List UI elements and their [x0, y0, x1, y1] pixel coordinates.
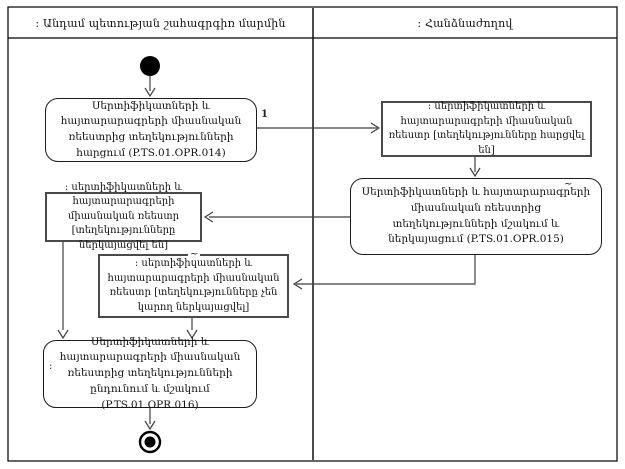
lane-header-commission: : Հանձնաժողով: [313, 8, 617, 38]
stray-colon-mark-receive: :: [49, 361, 53, 372]
flow-request-to-queried: [257, 122, 381, 134]
object-node-registry-not-presented-label: : սերտիֆիկատների և հայտարարագրերի միասնա…: [107, 258, 280, 313]
lane-header-right-label: : Հանձնաժողով: [417, 16, 513, 30]
object-node-registry-queried-label: : սերտիֆիկատների և հայտարարագրերի միասնա…: [388, 101, 585, 156]
flow-not-presented-to-receive: [186, 318, 198, 340]
activity-node-request-info-label: Սերտիֆիկատների և հայտարարագրերի միասնակա…: [60, 99, 242, 159]
object-node-registry-presented-label: : սերտիֆիկատների և հայտարարագրերի միասնա…: [64, 181, 183, 251]
stray-tilde-mark-not-presented: ~: [188, 249, 201, 260]
activity-node-receive-process: Սերտիֆիկատների և հայտարարագրերի միասնակա…: [43, 336, 257, 411]
activity-node-receive-process-label: Սերտիֆիկատների և հայտարարագրերի միասնակա…: [59, 335, 241, 411]
activity-node-request-info: Սերտիֆիկատների և հայտարարագրերի միասնակա…: [45, 98, 257, 162]
flow-process-to-presented: [203, 211, 350, 223]
object-node-registry-presented: : սերտիֆիկատների և հայտարարագրերի միասնա…: [45, 182, 202, 251]
flow-process-to-not-presented: [292, 255, 476, 290]
flow-queried-to-process: [469, 157, 481, 178]
flow-start-to-request: [144, 76, 156, 98]
flow-receive-to-end: [144, 408, 156, 431]
activity-node-process-present: Սերտիֆիկատների և հայտարարագրերի միասնակա…: [350, 178, 602, 255]
diagram-frame: [7, 6, 618, 462]
initial-node-icon: [140, 56, 160, 76]
flow-label-1: 1: [261, 109, 268, 120]
object-node-registry-not-presented: : սերտիֆիկատների և հայտարարագրերի միասնա…: [98, 254, 289, 318]
lane-header-member-state-body: : Անդամ պետության շահագրգիռ մարմին: [8, 8, 313, 38]
flow-presented-to-receive: [57, 242, 69, 340]
lane-header-left-label: : Անդամ պետության շահագրգիռ մարմին: [35, 16, 286, 30]
stray-tilde-mark-process: ~: [564, 179, 573, 190]
activity-node-process-present-label: Սերտիֆիկատների և հայտարարագրերի միասնակա…: [361, 186, 591, 246]
object-node-registry-queried: : սերտիֆիկատների և հայտարարագրերի միասնա…: [381, 101, 592, 157]
final-node-icon: [138, 430, 162, 454]
